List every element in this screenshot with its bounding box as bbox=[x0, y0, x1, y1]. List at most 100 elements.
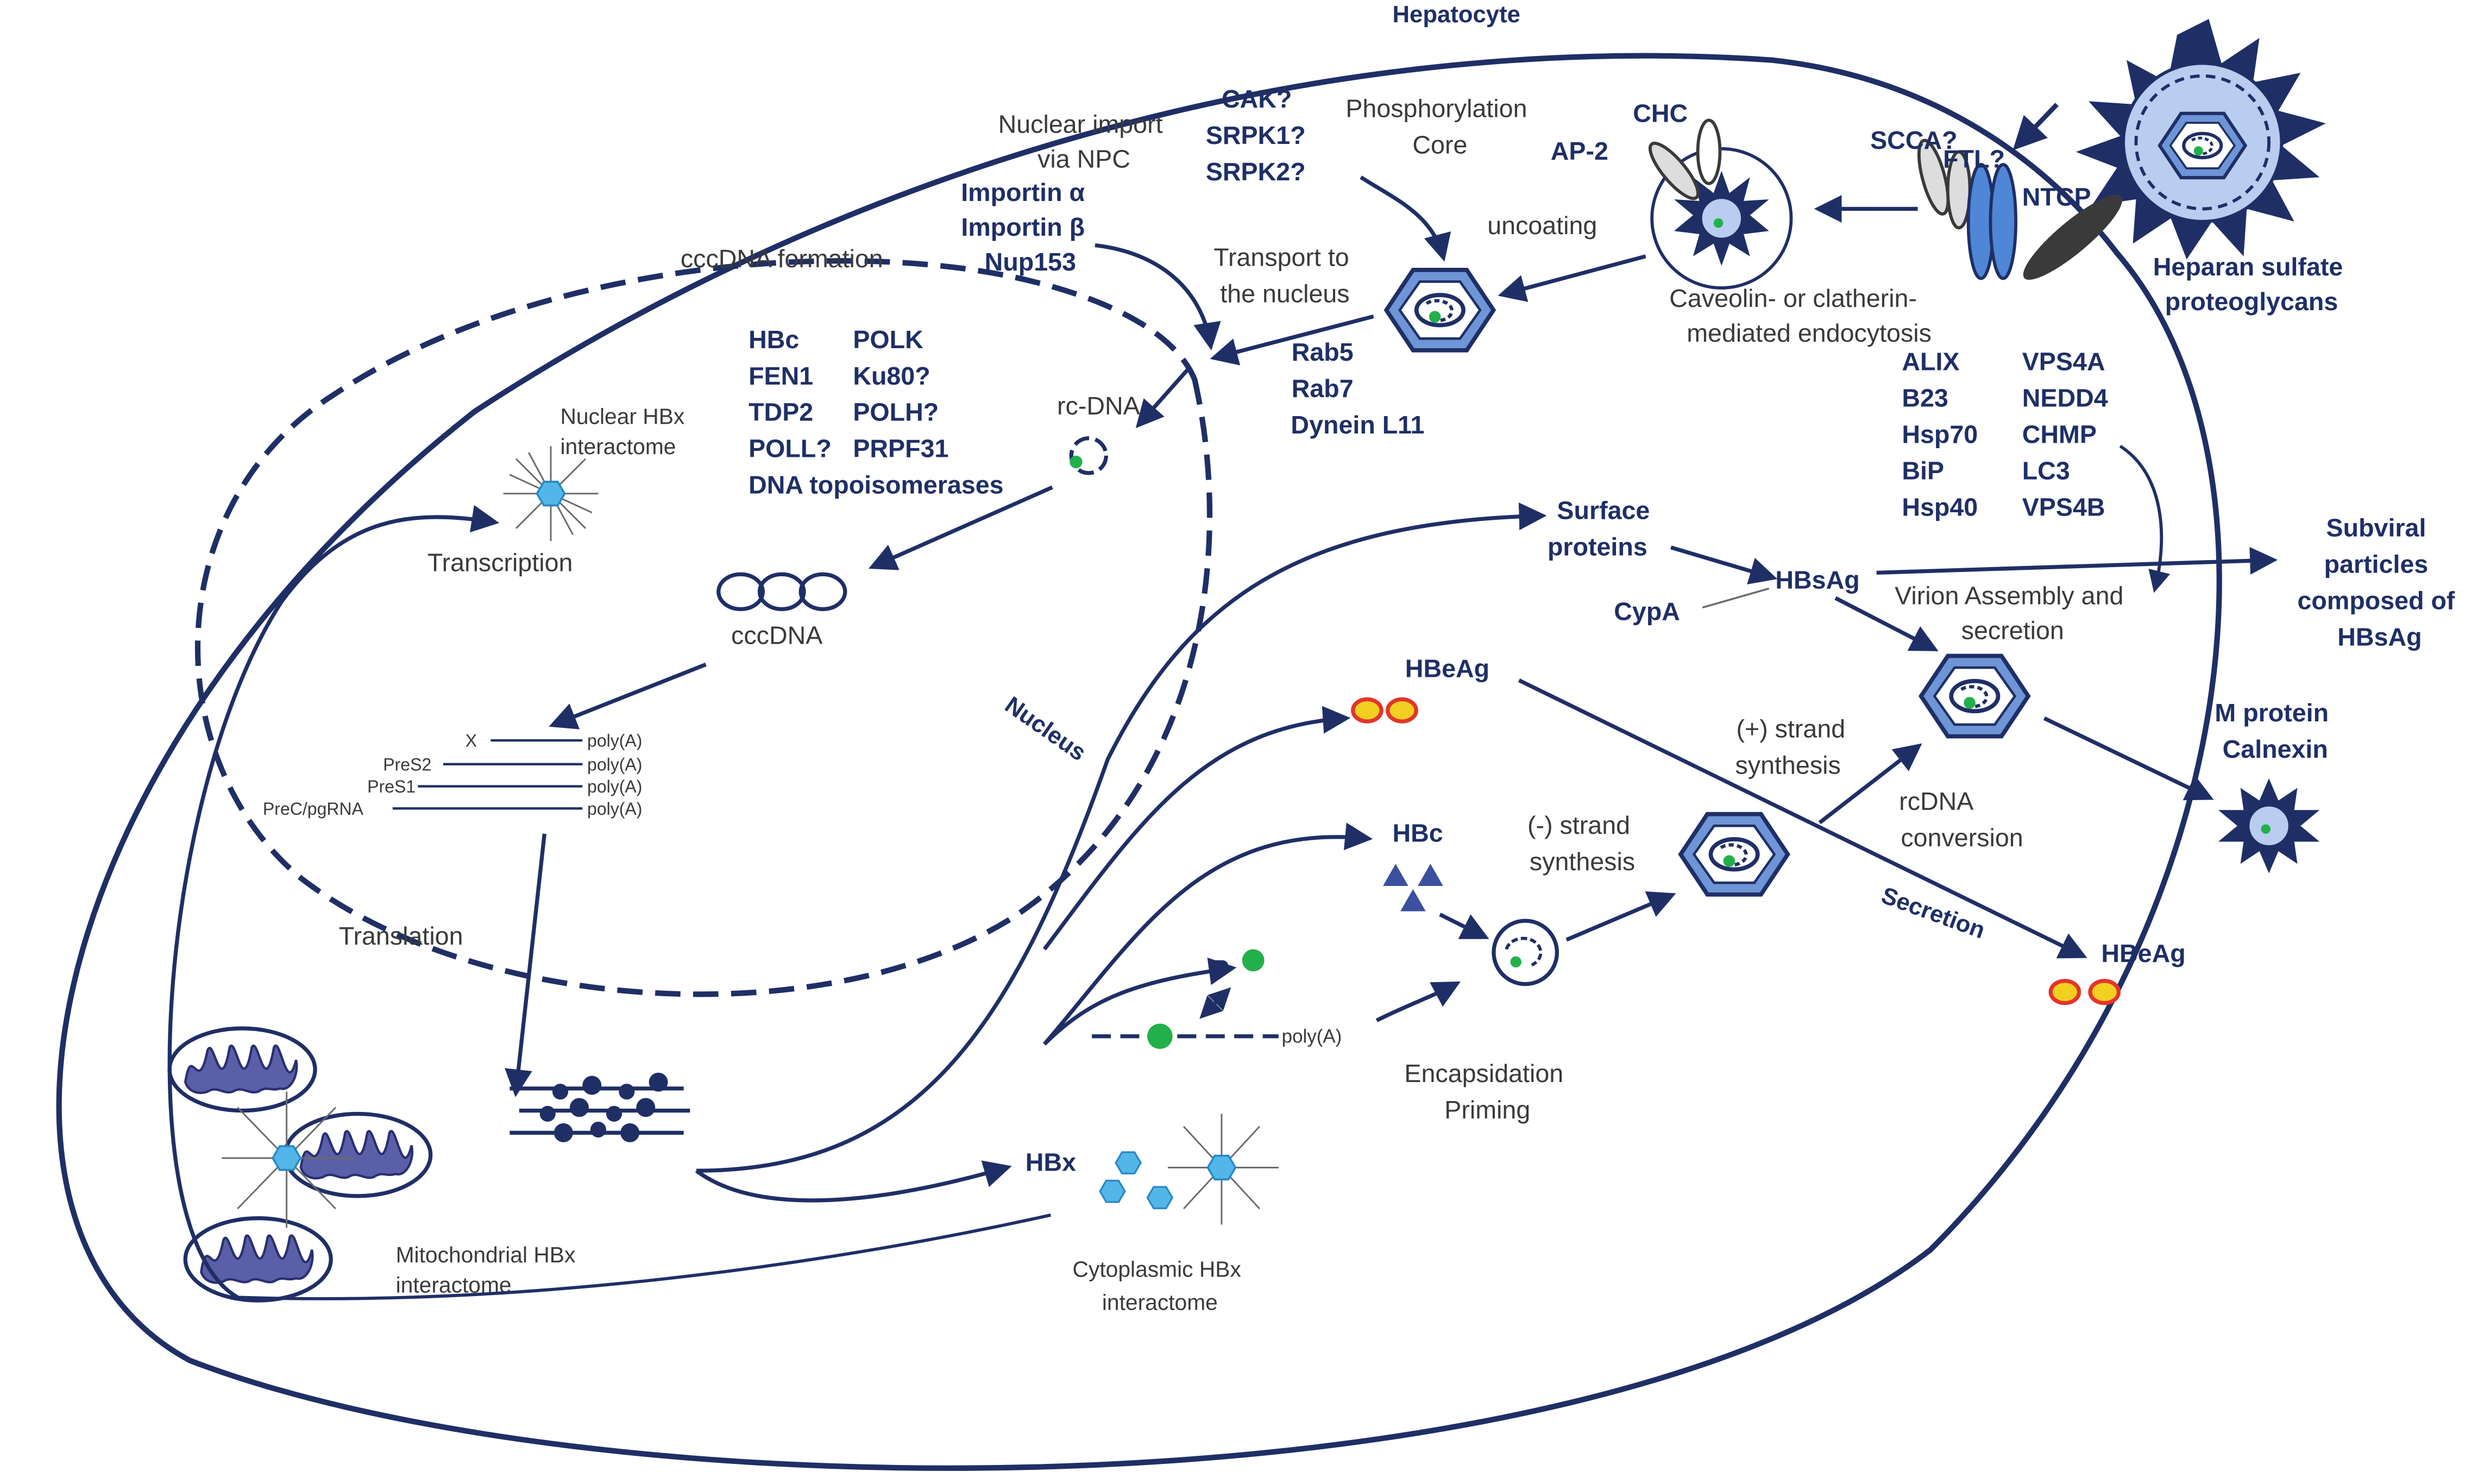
rcdna-conversion-label: rcDNA conversion bbox=[1899, 787, 2023, 852]
import-to-rcdna-arrow bbox=[1135, 366, 1192, 429]
cyto-hbx-icon bbox=[1206, 1154, 1237, 1181]
hbsag-to-assembly-arrow bbox=[1834, 596, 1939, 651]
plus-strand-arrow bbox=[1818, 743, 1922, 825]
translation-arrow bbox=[505, 833, 546, 1097]
nuclear-hbx-icon bbox=[536, 481, 566, 507]
rcdna-label: rc-DNA bbox=[1057, 392, 1140, 420]
hbeag-particles bbox=[1351, 697, 1418, 724]
nuclear-transport-arrow bbox=[1210, 314, 1374, 366]
hbx-to-mito-line bbox=[237, 1213, 1052, 1300]
scca-label: SCCA? bbox=[1870, 126, 1958, 154]
encapsidated-pgrna bbox=[1492, 919, 1559, 986]
hspg-label: Heparan sulfate proteoglycans bbox=[2153, 253, 2350, 316]
hbx-protein-3 bbox=[1146, 1186, 1173, 1210]
maturing-capsid bbox=[1681, 814, 1788, 895]
secretion-label: Secretion bbox=[1878, 882, 1989, 944]
importin-arrow bbox=[1095, 243, 1221, 351]
to-surface-proteins-arrow bbox=[696, 502, 1547, 1173]
rcdna-to-cccdna-arrow bbox=[868, 485, 1053, 570]
repair-factors-col2: POLK Ku80? POLH? PRPF31 bbox=[853, 325, 948, 463]
virion-assembly-label: Virion Assembly and secretion bbox=[1895, 582, 2130, 645]
transport-label: Transport to the nucleus bbox=[1213, 243, 1356, 307]
surface-proteins-label: Surface proteins bbox=[1548, 496, 1657, 561]
nucleus-label: Nucleus bbox=[1000, 691, 1091, 766]
cccdna-to-transcripts-arrow bbox=[549, 662, 707, 730]
svg-text:X: X bbox=[466, 731, 477, 751]
p-label: P bbox=[1212, 955, 1229, 983]
repair-factors-col1: HBc FEN1 TDP2 POLL? bbox=[749, 325, 832, 463]
cypa-line bbox=[1702, 587, 1770, 609]
p-binding-arrow bbox=[1199, 987, 1231, 1019]
secreted-virion bbox=[2218, 778, 2320, 873]
plus-strand-label: (+) strand synthesis bbox=[1735, 714, 1853, 779]
topoisomerase-label: DNA topoisomerases bbox=[749, 471, 1004, 499]
uncoating-arrow bbox=[1498, 254, 1646, 302]
p-protein bbox=[1242, 949, 1265, 972]
hbc-label: HBc bbox=[1393, 819, 1443, 847]
rab-list: Rab5 Rab7 Dynein L11 bbox=[1291, 338, 1424, 439]
svg-text:PreS2: PreS2 bbox=[383, 754, 431, 774]
ntcp-receptor-2 bbox=[1989, 162, 2017, 280]
viral-transcripts: X poly(A) PreS2 poly(A) PreS1 poly(A) Pr… bbox=[263, 731, 643, 819]
hbeag-secreted-label: HBeAg bbox=[2101, 939, 2185, 967]
hbx-label: HBx bbox=[1026, 1148, 1076, 1176]
ap2-label: AP-2 bbox=[1551, 137, 1608, 165]
hepatocyte-title: Hepatocyte bbox=[1393, 1, 1520, 28]
assembled-capsid bbox=[1921, 656, 2028, 737]
cccdna-label: cccDNA bbox=[731, 621, 822, 649]
mitochondrion-3 bbox=[185, 1218, 331, 1300]
uncoating-label: uncoating bbox=[1487, 211, 1597, 240]
endocytosis-label: Caveolin- or clatherin- mediated endocyt… bbox=[1669, 284, 1932, 347]
transcription-label: Transcription bbox=[427, 548, 573, 576]
escrt-arrow bbox=[2119, 444, 2171, 593]
translation-label: Translation bbox=[339, 922, 463, 950]
hbc-dimers bbox=[1383, 864, 1443, 911]
phosphorylation-label: Phosphorylation Core bbox=[1345, 95, 1534, 159]
hbsag-label: HBsAg bbox=[1775, 565, 1859, 594]
mito-hbx-icon bbox=[272, 1145, 301, 1171]
m-protein-label: M protein Calnexin bbox=[2215, 699, 2336, 763]
svg-text:poly(A): poly(A) bbox=[587, 754, 642, 774]
to-hbc-arrow bbox=[1042, 822, 1373, 1046]
hbc-to-encapsidation-arrow bbox=[1439, 913, 1489, 939]
svg-text:PreS1: PreS1 bbox=[367, 777, 416, 796]
hbeag-label: HBeAg bbox=[1405, 655, 1489, 683]
phosphorylation-arrow bbox=[1360, 175, 1451, 262]
ntcp-label: NTCP bbox=[2022, 183, 2091, 211]
mitochondrion-1 bbox=[169, 1028, 315, 1110]
encapsidation-label: Encapsidation Priming bbox=[1404, 1059, 1570, 1124]
hbsag-to-subviral-arrow bbox=[1876, 546, 2278, 575]
hbx-protein-1 bbox=[1115, 1151, 1142, 1175]
svg-text:poly(A): poly(A) bbox=[587, 731, 642, 751]
cccdna-molecule bbox=[716, 572, 847, 611]
svg-text:poly(A): poly(A) bbox=[587, 777, 642, 796]
chc-protein bbox=[1696, 118, 1722, 185]
polya-label: poly(A) bbox=[1282, 1026, 1342, 1047]
nuclear-interactome-label: Nuclear HBx interactome bbox=[561, 404, 691, 459]
hbx-nuclear-feedback-arrow bbox=[167, 505, 500, 1299]
hbeag-secretion-arrow bbox=[1518, 678, 2087, 959]
minus-strand-label: (-) strand synthesis bbox=[1527, 811, 1637, 876]
minus-strand-arrow bbox=[1565, 891, 1676, 942]
chc-label: CHC bbox=[1633, 99, 1688, 127]
pgrna-to-encapsidation-arrow bbox=[1375, 981, 1461, 1022]
transport-capsid bbox=[1386, 270, 1493, 350]
extracellular-virion bbox=[2076, 18, 2326, 260]
cypa-label: CypA bbox=[1614, 598, 1680, 626]
surface-to-hbsag-arrow bbox=[1670, 545, 1778, 584]
hbx-protein-2 bbox=[1099, 1179, 1126, 1203]
cccdna-formation-label: cccDNA formation bbox=[681, 244, 883, 273]
hbeag-secreted-particles bbox=[2048, 979, 2121, 1005]
svg-text:PreC/pgRNA: PreC/pgRNA bbox=[263, 799, 364, 819]
to-p-arrow bbox=[1043, 957, 1237, 1046]
subviral-label: Subviral particles composed of HBsAg bbox=[2298, 513, 2462, 651]
translation-to-hbx-arrow bbox=[695, 1160, 1012, 1203]
rcdna-molecule bbox=[1069, 436, 1108, 475]
nuclear-import-label: Nuclear import via NPC bbox=[998, 110, 1170, 173]
kinase-list: CAK? SRPK1? SRPK2? bbox=[1206, 85, 1313, 186]
ftl-label: FTL? bbox=[1943, 145, 2005, 173]
scca-receptor bbox=[1917, 139, 1950, 216]
hepatocyte-membrane bbox=[56, 53, 2222, 1471]
cyto-interactome-label: Cytoplasmic HBx interactome bbox=[1073, 1256, 1248, 1315]
